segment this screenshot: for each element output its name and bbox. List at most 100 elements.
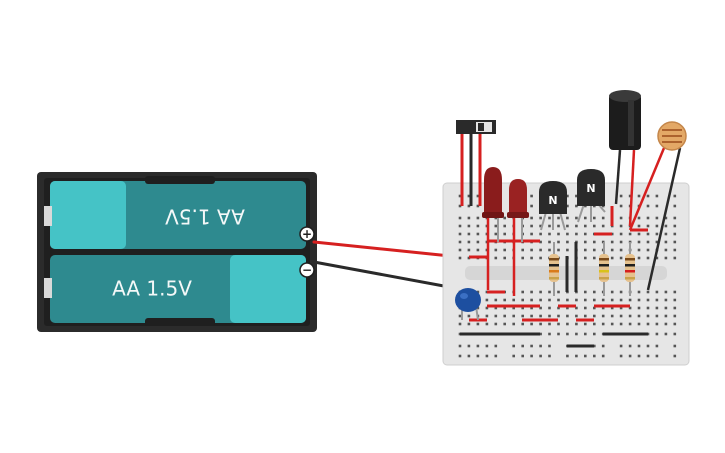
breadboard-hole: [476, 248, 480, 252]
photoresistor[interactable]: [628, 121, 687, 291]
breadboard-hole: [593, 306, 596, 310]
minus-terminal[interactable]: −: [299, 262, 315, 278]
breadboard-hole: [584, 354, 587, 358]
breadboard-hole: [539, 216, 542, 220]
electrolytic-capacitor[interactable]: [609, 90, 641, 227]
cell-bottom-label: AA 1.5V: [112, 277, 192, 301]
breadboard-hole: [575, 232, 578, 236]
breadboard-hole: [512, 298, 515, 302]
breadboard-hole: [673, 232, 677, 236]
breadboard-hole: [503, 298, 506, 302]
breadboard-hole: [619, 314, 623, 318]
breadboard-hole: [673, 306, 677, 310]
breadboard-hole: [548, 216, 551, 220]
breadboard-hole: [485, 314, 489, 318]
wire-battery-minus[interactable]: [312, 260, 462, 291]
breadboard-hole: [610, 240, 614, 244]
breadboard-hole: [637, 240, 641, 244]
breadboard-hole: [503, 306, 506, 310]
breadboard-hole: [548, 240, 551, 244]
led-1[interactable]: [482, 167, 504, 290]
breadboard-hole: [619, 256, 623, 260]
breadboard-hole: [521, 354, 524, 358]
breadboard-hole: [467, 314, 471, 318]
breadboard-hole: [530, 354, 533, 358]
breadboard-hole: [619, 306, 623, 310]
breadboard-hole: [664, 298, 668, 302]
breadboard-hole: [512, 314, 515, 318]
wire-battery-plus[interactable]: [312, 240, 462, 259]
breadboard-hole: [512, 322, 515, 326]
ceramic-capacitor[interactable]: [455, 288, 481, 321]
breadboard-hole: [503, 314, 506, 318]
breadboard-hole: [637, 248, 641, 252]
breadboard-hole: [584, 256, 587, 260]
slide-switch[interactable]: [456, 120, 496, 206]
breadboard-hole: [646, 232, 650, 236]
breadboard-hole: [476, 322, 480, 326]
transistor-1[interactable]: N: [539, 181, 567, 231]
breadboard-hole: [619, 204, 623, 208]
plus-terminal[interactable]: +: [299, 226, 315, 242]
breadboard-hole: [476, 194, 480, 198]
breadboard-hole: [530, 224, 533, 228]
breadboard-hole: [503, 248, 506, 252]
breadboard-hole: [601, 344, 605, 348]
breadboard-hole: [566, 306, 569, 310]
breadboard-hole: [575, 322, 578, 326]
led-2[interactable]: [507, 179, 529, 296]
breadboard-hole: [673, 224, 677, 228]
breadboard-hole: [485, 354, 489, 358]
plus-terminal-symbol: +: [302, 227, 312, 241]
breadboard-hole: [646, 240, 650, 244]
resistor-1[interactable]: [549, 242, 559, 296]
breadboard-hole: [593, 224, 596, 228]
breadboard-hole: [530, 256, 533, 260]
resistor-2[interactable]: [599, 242, 609, 296]
breadboard-hole: [646, 204, 650, 208]
breadboard-hole: [539, 354, 542, 358]
breadboard-hole: [530, 194, 533, 198]
breadboard-hole: [548, 248, 551, 252]
breadboard-hole: [476, 306, 480, 310]
breadboard-hole: [485, 290, 489, 294]
breadboard-hole: [646, 314, 650, 318]
breadboard-hole: [521, 256, 524, 260]
breadboard-hole: [557, 298, 560, 302]
breadboard-hole: [628, 354, 632, 358]
breadboard-hole: [593, 354, 596, 358]
breadboard-hole: [646, 344, 650, 348]
breadboard-hole: [566, 298, 569, 302]
breadboard-hole: [628, 194, 632, 198]
breadboard-hole: [628, 322, 632, 326]
minus-terminal-symbol: −: [302, 263, 312, 277]
breadboard-hole: [557, 240, 560, 244]
breadboard-hole: [566, 332, 569, 336]
breadboard-hole: [521, 344, 524, 348]
breadboard-hole: [673, 248, 677, 252]
breadboard-hole: [610, 290, 614, 294]
transistor-2-label: N: [586, 182, 595, 195]
resistor-3[interactable]: [625, 242, 635, 296]
breadboard-hole: [655, 256, 659, 260]
breadboard-hole: [566, 216, 569, 220]
breadboard-hole: [593, 322, 596, 326]
breadboard-hole: [557, 306, 560, 310]
breadboard-hole: [539, 290, 542, 294]
breadboard-hole: [494, 314, 498, 318]
breadboard-hole: [467, 322, 471, 326]
breadboard-hole: [476, 224, 480, 228]
breadboard-hole: [593, 332, 596, 336]
breadboard-hole: [664, 314, 668, 318]
breadboard-hole: [664, 290, 668, 294]
breadboard-hole: [530, 322, 533, 326]
battery-pack[interactable]: AA 1.5V AA 1.5V + −: [37, 172, 317, 332]
breadboard-hole: [575, 314, 578, 318]
transistor-2[interactable]: N: [577, 169, 606, 223]
breadboard-hole: [467, 224, 471, 228]
breadboard-hole: [530, 232, 533, 236]
breadboard-hole: [673, 204, 677, 208]
breadboard-hole: [566, 322, 569, 326]
battery-cell-top: AA 1.5V: [44, 181, 306, 249]
